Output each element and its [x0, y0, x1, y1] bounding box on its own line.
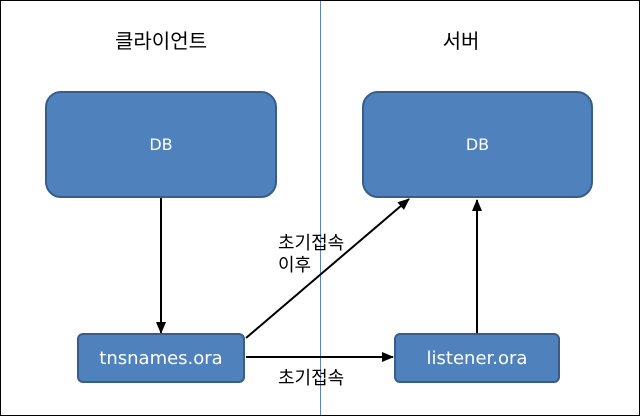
- client-server-divider: [320, 1, 321, 415]
- server-db-node: DB: [362, 91, 593, 198]
- listener-node: listener.ora: [394, 333, 560, 383]
- tnsnames-node: tnsnames.ora: [77, 333, 245, 383]
- edge-label-initial-after-line1: 초기접속: [278, 233, 345, 254]
- client-db-node: DB: [45, 91, 277, 198]
- server-header: 서버: [442, 29, 480, 53]
- edge-label-initial-after-line2: 이후: [278, 255, 312, 276]
- edge-label-initial: 초기접속: [278, 368, 345, 389]
- edge-tnsnames-to-server-db: [245, 198, 410, 339]
- client-header: 클라이언트: [115, 29, 207, 53]
